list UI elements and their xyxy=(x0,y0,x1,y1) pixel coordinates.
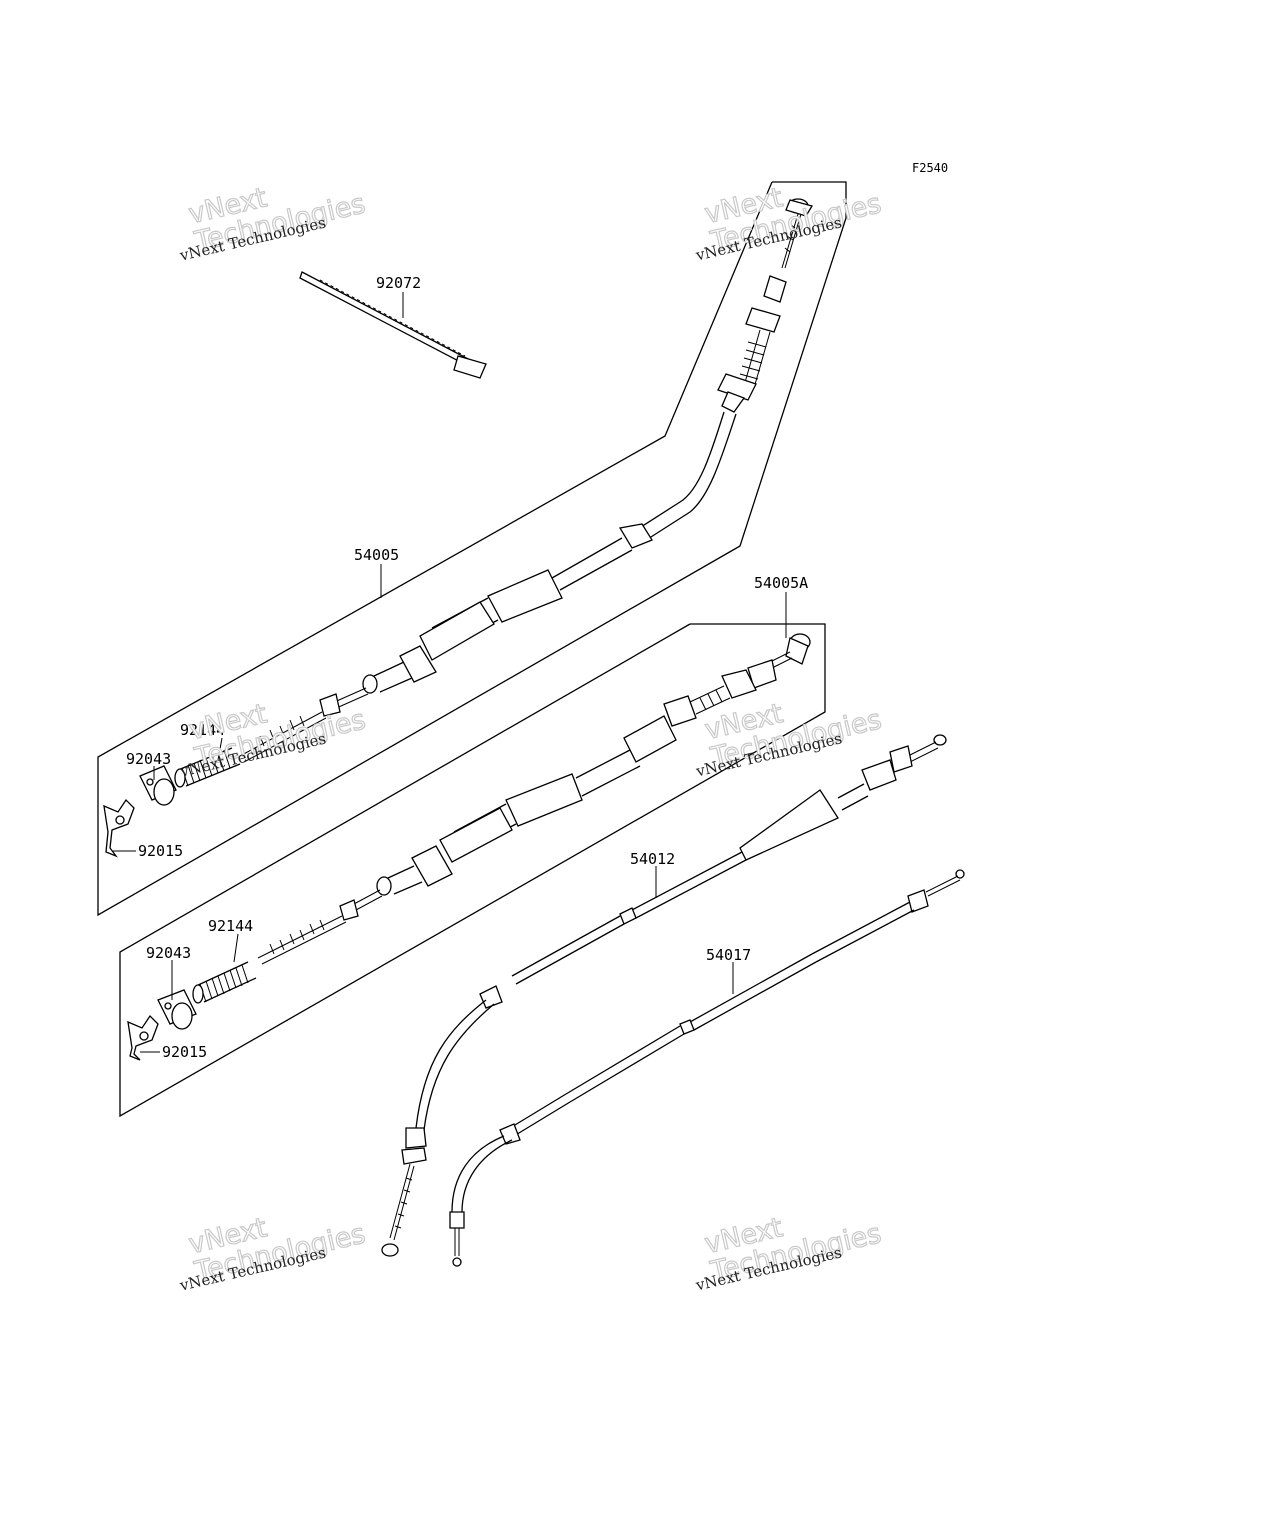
label-92043-lower: 92043 xyxy=(146,944,191,962)
cable-54005a[interactable] xyxy=(257,633,811,965)
collar-92043-lower[interactable] xyxy=(157,989,197,1030)
leader-lines xyxy=(112,292,787,1053)
watermark-bottom-left: vNextTechnologies vNext Technologies xyxy=(177,1212,368,1295)
group-outline-54005 xyxy=(97,181,847,917)
cable-54012[interactable] xyxy=(381,734,947,1257)
collar-92043-upper[interactable] xyxy=(139,765,177,806)
cable-54017[interactable] xyxy=(449,869,965,1267)
label-92144-lower: 92144 xyxy=(208,917,253,935)
label-54012: 54012 xyxy=(630,850,675,868)
label-92015-upper: 92015 xyxy=(138,842,183,860)
cable-band[interactable] xyxy=(299,271,487,379)
label-54005a: 54005A xyxy=(754,574,808,592)
watermark-top-right: vNextTechnologies vNext Technologies xyxy=(693,182,884,265)
nut-92015-upper[interactable] xyxy=(103,798,135,858)
label-54005: 54005 xyxy=(354,546,399,564)
label-92072: 92072 xyxy=(376,274,421,292)
cable-54005[interactable] xyxy=(239,198,813,763)
watermark-mid-left: vNextTechnologies vNext Technologies xyxy=(177,698,368,781)
group-outline-54005a xyxy=(119,623,826,1118)
spring-92144-lower[interactable] xyxy=(192,961,257,1004)
label-92043-upper: 92043 xyxy=(126,750,171,768)
watermark-top-left: vNextTechnologies vNext Technologies xyxy=(177,161,368,265)
svg-text:vNextTechnologies: vNextTechnologies xyxy=(185,161,368,258)
label-92015-lower: 92015 xyxy=(162,1043,207,1061)
label-92144-upper: 92144 xyxy=(180,721,225,739)
nut-92015-lower[interactable] xyxy=(127,1014,159,1061)
watermark-bottom-right: vNextTechnologies vNext Technologies xyxy=(693,1212,884,1295)
spring-92144-upper[interactable] xyxy=(174,747,241,788)
figure-code: F2540 xyxy=(912,161,948,175)
label-54017: 54017 xyxy=(706,946,751,964)
watermark-mid-right: vNextTechnologies vNext Technologies xyxy=(693,698,884,781)
